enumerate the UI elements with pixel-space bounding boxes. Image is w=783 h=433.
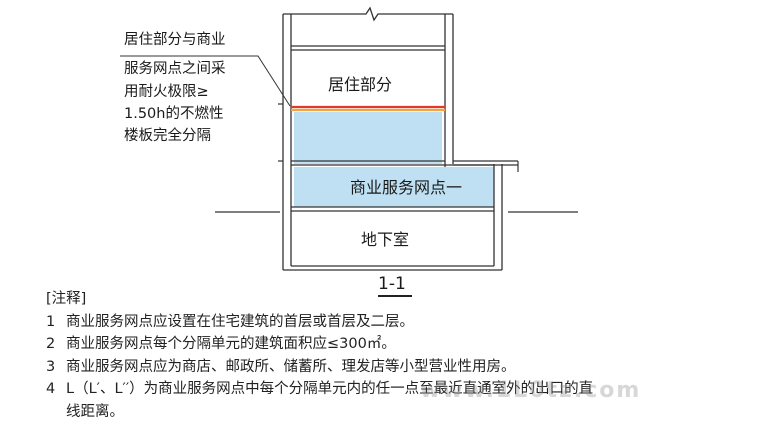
note-number: 4 [46,381,56,397]
annotation-leader [120,55,291,107]
note-number: 1 [46,313,56,330]
note-number: 3 [46,358,56,375]
commercial-label: 商业服务网点一 [350,178,462,197]
note-item-4: 4 L（L′、L′′）为商业服务网点中每个分隔单元内的任一点至最近直通室外的出口的… [46,378,766,401]
annotation-line-4: 1.50h的不燃性 [124,104,223,122]
note-item-2: 2 商业服务网点每个分隔单元的建筑面积应≤300㎡。 [46,333,766,356]
note-item-1: 1 商业服务网点应设置在住宅建筑的首层或首层及二层。 [46,311,766,334]
floor-slabs [278,45,519,212]
section-label: 1-1 [378,274,406,290]
section-underline [378,295,412,297]
building-walls [282,6,503,271]
basement-label: 地下室 [361,230,409,249]
annotation-line-5: 楼板完全分隔 [124,126,211,144]
note-text: L（L′、L′′）为商业服务网点中每个分隔单元内的任一点至最近直通室外的出口的直 [66,381,594,397]
residential-label: 居住部分 [328,75,392,94]
notes-header: [注释] [46,291,87,307]
note-text: 商业服务网点每个分隔单元的建筑面积应≤300㎡。 [66,336,396,352]
note-text: 商业服务网点应为商店、邮政所、储蓄所、理发店等小型营业性用房。 [66,358,516,375]
note-text: 商业服务网点应设置在住宅建筑的首层或首层及二层。 [66,313,414,330]
residential-blue-area [294,112,442,164]
note-number: 2 [46,336,56,352]
annotation-line-1: 居住部分与商业 [124,31,226,48]
notes-block: [注释] 1 商业服务网点应设置在住宅建筑的首层或首层及二层。 2 商业服务网点每个… [46,288,766,423]
annotation-line-3: 用耐火极限≥ [124,83,209,100]
note-item-3: 3 商业服务网点应为商店、邮政所、储蓄所、理发店等小型营业性用房。 [46,356,766,379]
note-item-4-continued: 线距离。 [66,403,124,420]
annotation-text: 居住部分与商业 服务网点之间采 用耐火极限≥ 1.50h的不燃性 楼板完全分隔 [124,31,230,144]
section-diagram: 居住部分与商业 服务网点之间采 用耐火极限≥ 1.50h的不燃性 楼板完全分隔 … [120,6,578,290]
annotation-line-2: 服务网点之间采 [124,60,226,77]
watermark: www.1L0tz.com [420,378,642,403]
commercial-blue-area [294,167,494,207]
